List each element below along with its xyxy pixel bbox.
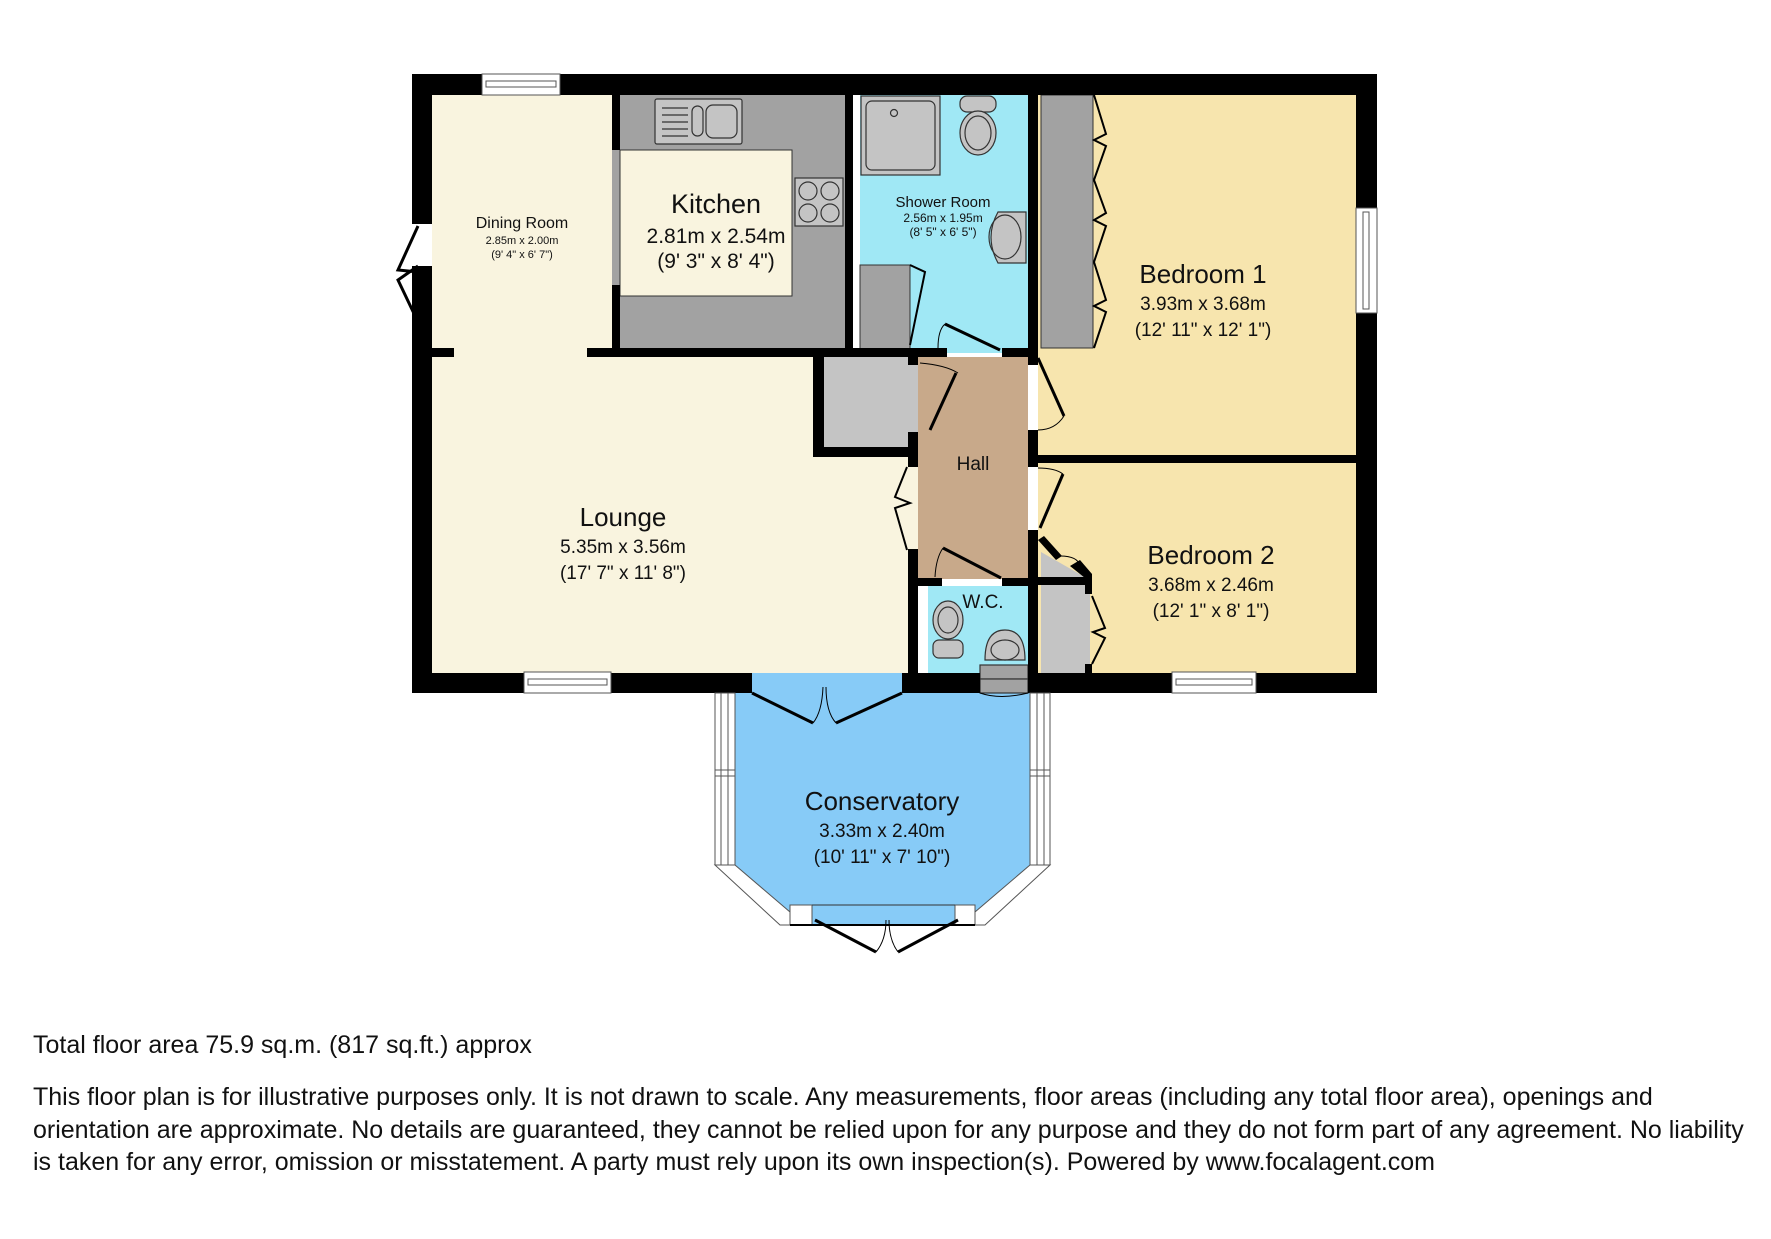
wall-top: [412, 74, 1377, 95]
door-conservatory-top: [751, 686, 903, 725]
wall-dining-stub: [432, 348, 454, 357]
conservatory-frame-left: [714, 692, 736, 866]
wall-hall-wc-left: [918, 578, 942, 586]
door-bedroom-1-wardrobe: [1091, 94, 1108, 349]
wc-toilet-icon: [932, 600, 964, 659]
bedroom-1-imperial: (12' 11" x 12' 1"): [1135, 320, 1272, 341]
wall-shower-bedroom: [1028, 95, 1038, 357]
wall-shower-hall-right: [1002, 348, 1038, 357]
shower-cupboard: [859, 264, 911, 354]
window-bedroom-1-right: [1355, 207, 1378, 314]
conservatory-frame-bottom-r-post: [954, 904, 976, 926]
kitchen-name: Kitchen: [671, 189, 761, 219]
wall-hall-left-b: [908, 432, 918, 467]
conservatory-metric: 3.33m x 2.40m: [819, 821, 945, 842]
wall-hall-right-b: [1028, 430, 1038, 467]
wall-cupboard-bottom: [813, 447, 918, 457]
lounge-name: Lounge: [580, 502, 667, 532]
door-shower-cupboard: [909, 264, 927, 346]
wall-bedroom-divider: [1038, 455, 1356, 463]
shower-room-metric: 2.56m x 1.95m: [903, 211, 982, 225]
lounge-metric: 5.35m x 3.56m: [560, 537, 686, 558]
wall-kitchen-shower: [845, 95, 853, 353]
shower-room-name: Shower Room: [895, 194, 990, 211]
steps-icon: [979, 664, 1029, 694]
conservatory-name: Conservatory: [805, 786, 960, 816]
kitchen-hob-icon: [794, 177, 844, 227]
kitchen-metric: 2.81m x 2.54m: [647, 225, 786, 248]
bedroom-1-metric: 3.93m x 3.68m: [1140, 294, 1266, 315]
kitchen-open-floor: [619, 149, 793, 297]
wall-b2-cupboard: [1038, 577, 1090, 585]
dining-room-imperial: (9' 4" x 6' 7"): [491, 249, 553, 261]
conservatory-frame-right: [1029, 692, 1051, 866]
wall-hall-left-c: [908, 549, 918, 693]
wc-basin-icon: [984, 629, 1026, 661]
total-floor-area: Total floor area 75.9 sq.m. (817 sq.ft.)…: [33, 1031, 532, 1059]
door-conservatory-bottom: [814, 918, 959, 954]
bedroom-2-metric: 3.68m x 2.46m: [1148, 575, 1274, 596]
lounge-imperial: (17' 7" x 11' 8"): [560, 563, 686, 584]
wall-dining-kitchen-top: [612, 95, 620, 150]
dining-room-floor: [432, 95, 612, 353]
disclaimer-text: This floor plan is for illustrative purp…: [33, 1083, 1744, 1176]
bedroom-2-floor: [1038, 463, 1356, 673]
bedroom-1-wardrobe: [1040, 94, 1094, 349]
room-labels: Dining Room 2.85m x 2.00m (9' 4" x 6' 7"…: [476, 189, 1275, 868]
bedroom-2-name: Bedroom 2: [1147, 540, 1274, 570]
walls: [412, 74, 1377, 693]
wall-right-upper: [1356, 74, 1377, 208]
kitchen-sink-icon: [654, 98, 743, 145]
door-shower-room: [937, 322, 1001, 352]
door-bedroom-2-angled: [1059, 555, 1081, 567]
windows: [481, 73, 1378, 926]
door-steps-arc: [979, 692, 1029, 697]
fixtures: [654, 95, 1029, 694]
wall-hall-right-c: [1028, 530, 1038, 693]
hall-cupboard: [824, 357, 918, 447]
wall-b2-cupboard-corner: [1070, 560, 1092, 594]
conservatory-imperial: (10' 11" x 7' 10"): [814, 847, 951, 868]
bedroom-2-imperial: (12' 1" x 8' 1"): [1153, 601, 1270, 622]
hall-floor: [918, 357, 1028, 579]
door-bedroom-2: [1037, 467, 1065, 529]
door-dining-french: [395, 225, 420, 323]
wall-b2-cupboard-stub: [1085, 664, 1092, 673]
shower-room-basin-icon: [988, 211, 1027, 264]
window-lounge-bottom: [523, 671, 612, 694]
conservatory-opening: [752, 673, 902, 693]
dining-room-name: Dining Room: [476, 215, 568, 232]
bedroom-1-name: Bedroom 1: [1139, 259, 1266, 289]
window-dining-top: [481, 73, 561, 96]
wall-hall-wc-right: [1002, 578, 1028, 586]
door-wc: [934, 546, 1002, 580]
dining-room-metric: 2.85m x 2.00m: [486, 235, 559, 247]
wall-cupboard-left: [813, 357, 824, 457]
window-bedroom-2-bottom: [1171, 671, 1257, 694]
wall-dining-kitchen-bottom: [612, 285, 620, 353]
conservatory-floor: [735, 693, 1030, 925]
floor-plan: Dining Room 2.85m x 2.00m (9' 4" x 6' 7"…: [395, 73, 1378, 954]
conservatory-frame-bottom-l-post: [789, 904, 813, 926]
door-lounge-hall-bifold: [893, 466, 913, 551]
door-bedroom-2-cupboard: [1090, 595, 1107, 665]
shower-room-toilet-icon: [959, 95, 997, 156]
wall-left-upper: [412, 74, 432, 224]
door-bedroom-1: [1036, 357, 1066, 431]
doors: [395, 94, 1108, 954]
wall-mid-horizontal: [587, 348, 947, 357]
wall-bottom-mid: [902, 673, 980, 693]
wall-hall-right-a: [1028, 357, 1038, 365]
wall-right-lower: [1356, 313, 1377, 693]
wall-left-lower: [412, 266, 432, 693]
wall-b2-cupboard-angle: [1038, 536, 1062, 560]
door-hall-cupboard: [919, 362, 959, 431]
shower-room-imperial: (8' 5" x 6' 5"): [909, 225, 976, 239]
hall-name: Hall: [957, 454, 990, 475]
kitchen-imperial: (9' 3" x 8' 4"): [657, 250, 774, 273]
shower-tray-icon: [860, 95, 941, 176]
wall-hall-left-a: [908, 357, 918, 365]
wc-name: W.C.: [962, 592, 1003, 613]
